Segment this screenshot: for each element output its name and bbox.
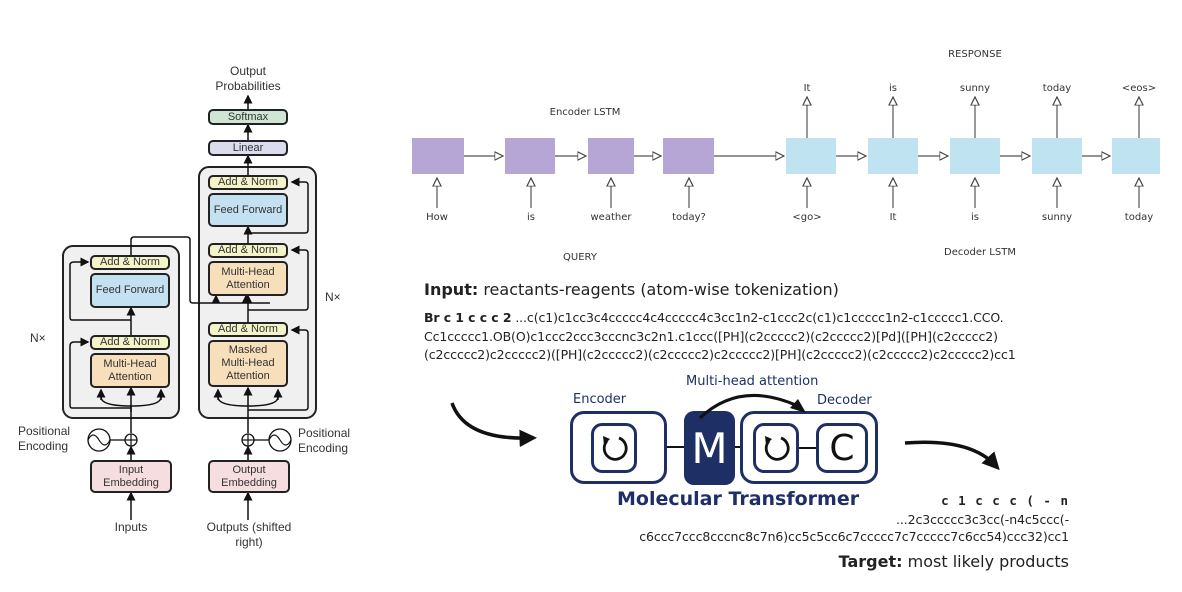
decoder-lstm-label: Decoder LSTM <box>944 247 1016 258</box>
seq2seq-graph <box>412 40 1160 208</box>
input-heading-line: Input: reactants-reagents (atom-wise tok… <box>424 280 839 299</box>
encoder-input-word: How <box>426 212 448 223</box>
decoder-input-word: It <box>889 212 897 223</box>
connector-line <box>667 446 684 448</box>
encoder-lstm-label: Encoder LSTM <box>549 107 621 118</box>
decoder-input-word: <go> <box>792 212 822 223</box>
target-heading: Target: <box>838 552 903 571</box>
mt-encoder-label: Encoder <box>573 392 627 407</box>
mt-encoder-box <box>570 411 667 484</box>
encoder-add-norm-2: Add & Norm <box>90 255 170 270</box>
molecular-arrows <box>450 402 1000 471</box>
output-arrow <box>904 440 1000 471</box>
connector-line <box>735 446 742 448</box>
query-label: QUERY <box>563 252 597 263</box>
encoder-feed-forward: Feed Forward <box>90 273 170 308</box>
decoder-output-word: <eos> <box>1121 83 1157 94</box>
encoder-positional-encoding-label: Positional Encoding <box>18 424 71 453</box>
decoder-feed-forward: Feed Forward <box>208 193 288 227</box>
decoder-add-norm-2: Add & Norm <box>208 243 288 258</box>
decoder-masked-multi-head-attention: Masked Multi-Head Attention <box>208 340 288 387</box>
decoder-lstm-cell <box>1032 138 1082 174</box>
decoder-lstm-cell <box>950 138 1000 174</box>
attention-arc <box>698 394 806 420</box>
outputs-label: Outputs (shifted right) <box>206 520 292 549</box>
mt-encoder-recurrent <box>591 423 637 473</box>
encoder-multi-head-attention: Multi-Head Attention <box>90 353 170 388</box>
encoder-input-word: weather <box>590 212 632 223</box>
output-probabilities-label: Output Probabilities <box>215 64 281 93</box>
molecular-transformer-title: Molecular Transformer <box>617 488 860 510</box>
decoder-add-norm-3: Add & Norm <box>208 175 288 190</box>
encoder-lstm-cell <box>505 138 555 174</box>
decoder-lstm-cell <box>786 138 836 174</box>
encoder-input-word: is <box>527 212 535 223</box>
input-heading: Input: <box>424 280 479 299</box>
decoder-input-word: sunny <box>1041 212 1073 223</box>
mt-decoder-recurrent <box>753 423 799 473</box>
recurrent-loop-icon <box>602 436 628 461</box>
mt-attention-block: M <box>684 411 735 485</box>
target-smiles-line-1: ...2c3ccccc3c3cc(-n4c5ccc(- <box>896 512 1069 527</box>
decoder-output-word: It <box>803 83 811 94</box>
input-description: reactants-reagents (atom-wise tokenizati… <box>483 280 839 299</box>
decoder-multi-head-attention: Multi-Head Attention <box>208 261 288 296</box>
target-smiles-line-2: c6ccc7ccc8cccnc8c7n6)cc5c5cc6c7ccccc7c7c… <box>639 529 1069 544</box>
decoder-input-word: today <box>1124 212 1154 223</box>
softmax-block: Softmax <box>208 109 288 125</box>
decoder-lstm-cell <box>1112 138 1160 174</box>
encoder-lstm-cell <box>663 138 714 174</box>
target-heading-line: Target: most likely products <box>839 552 1069 571</box>
input-smiles-line-2: Cc1ccccc1.OB(O)c1ccc2ccc3cccnc3c2n1.c1cc… <box>424 329 998 344</box>
target-tokens: c 1 c c c ( - n <box>941 493 1069 508</box>
decoder-lstm-cell <box>868 138 918 174</box>
decoder-input-word: is <box>971 212 979 223</box>
input-arrow <box>450 402 537 448</box>
decoder-positional-encoding-label: Positional Encoding <box>298 426 351 455</box>
decoder-output-word: sunny <box>959 83 991 94</box>
output-embedding-block: Output Embedding <box>208 460 290 493</box>
linear-block: Linear <box>208 140 288 156</box>
mt-decoder-c-block: C <box>816 423 868 473</box>
mt-decoder-box: C <box>740 411 878 484</box>
mt-decoder-label: Decoder <box>817 393 872 408</box>
input-smiles-line-3: (c2ccccc2)c2ccccc2)([PH](c2ccccc2)(c2ccc… <box>424 347 1016 362</box>
encoder-lstm-cell <box>588 138 634 174</box>
input-smiles-text-1: ...c(c1)c1cc3c4ccccc4c4ccccc4c3cc1n2-c1c… <box>515 310 1004 325</box>
recurrent-loop-icon <box>764 436 790 461</box>
response-label: RESPONSE <box>948 49 1002 60</box>
input-tokens: Br c 1 c c c 2 <box>424 310 512 325</box>
decoder-output-word: today <box>1042 83 1072 94</box>
input-embedding-block: Input Embedding <box>90 460 172 493</box>
connector-line <box>799 447 817 449</box>
mt-attention-label: Multi-head attention <box>686 374 819 389</box>
encoder-add-norm-1: Add & Norm <box>90 335 170 350</box>
decoder-nx-label: N× <box>325 290 341 304</box>
decoder-output-word: is <box>889 83 897 94</box>
target-description: most likely products <box>907 552 1069 571</box>
inputs-label: Inputs <box>114 520 148 534</box>
encoder-input-word: today? <box>672 212 706 223</box>
encoder-nx-label: N× <box>30 331 46 345</box>
input-smiles-line-1: Br c 1 c c c 2 ...c(c1)c1cc3c4ccccc4c4cc… <box>424 310 1004 325</box>
encoder-lstm-cell <box>412 138 464 174</box>
decoder-add-norm-1: Add & Norm <box>208 322 288 337</box>
